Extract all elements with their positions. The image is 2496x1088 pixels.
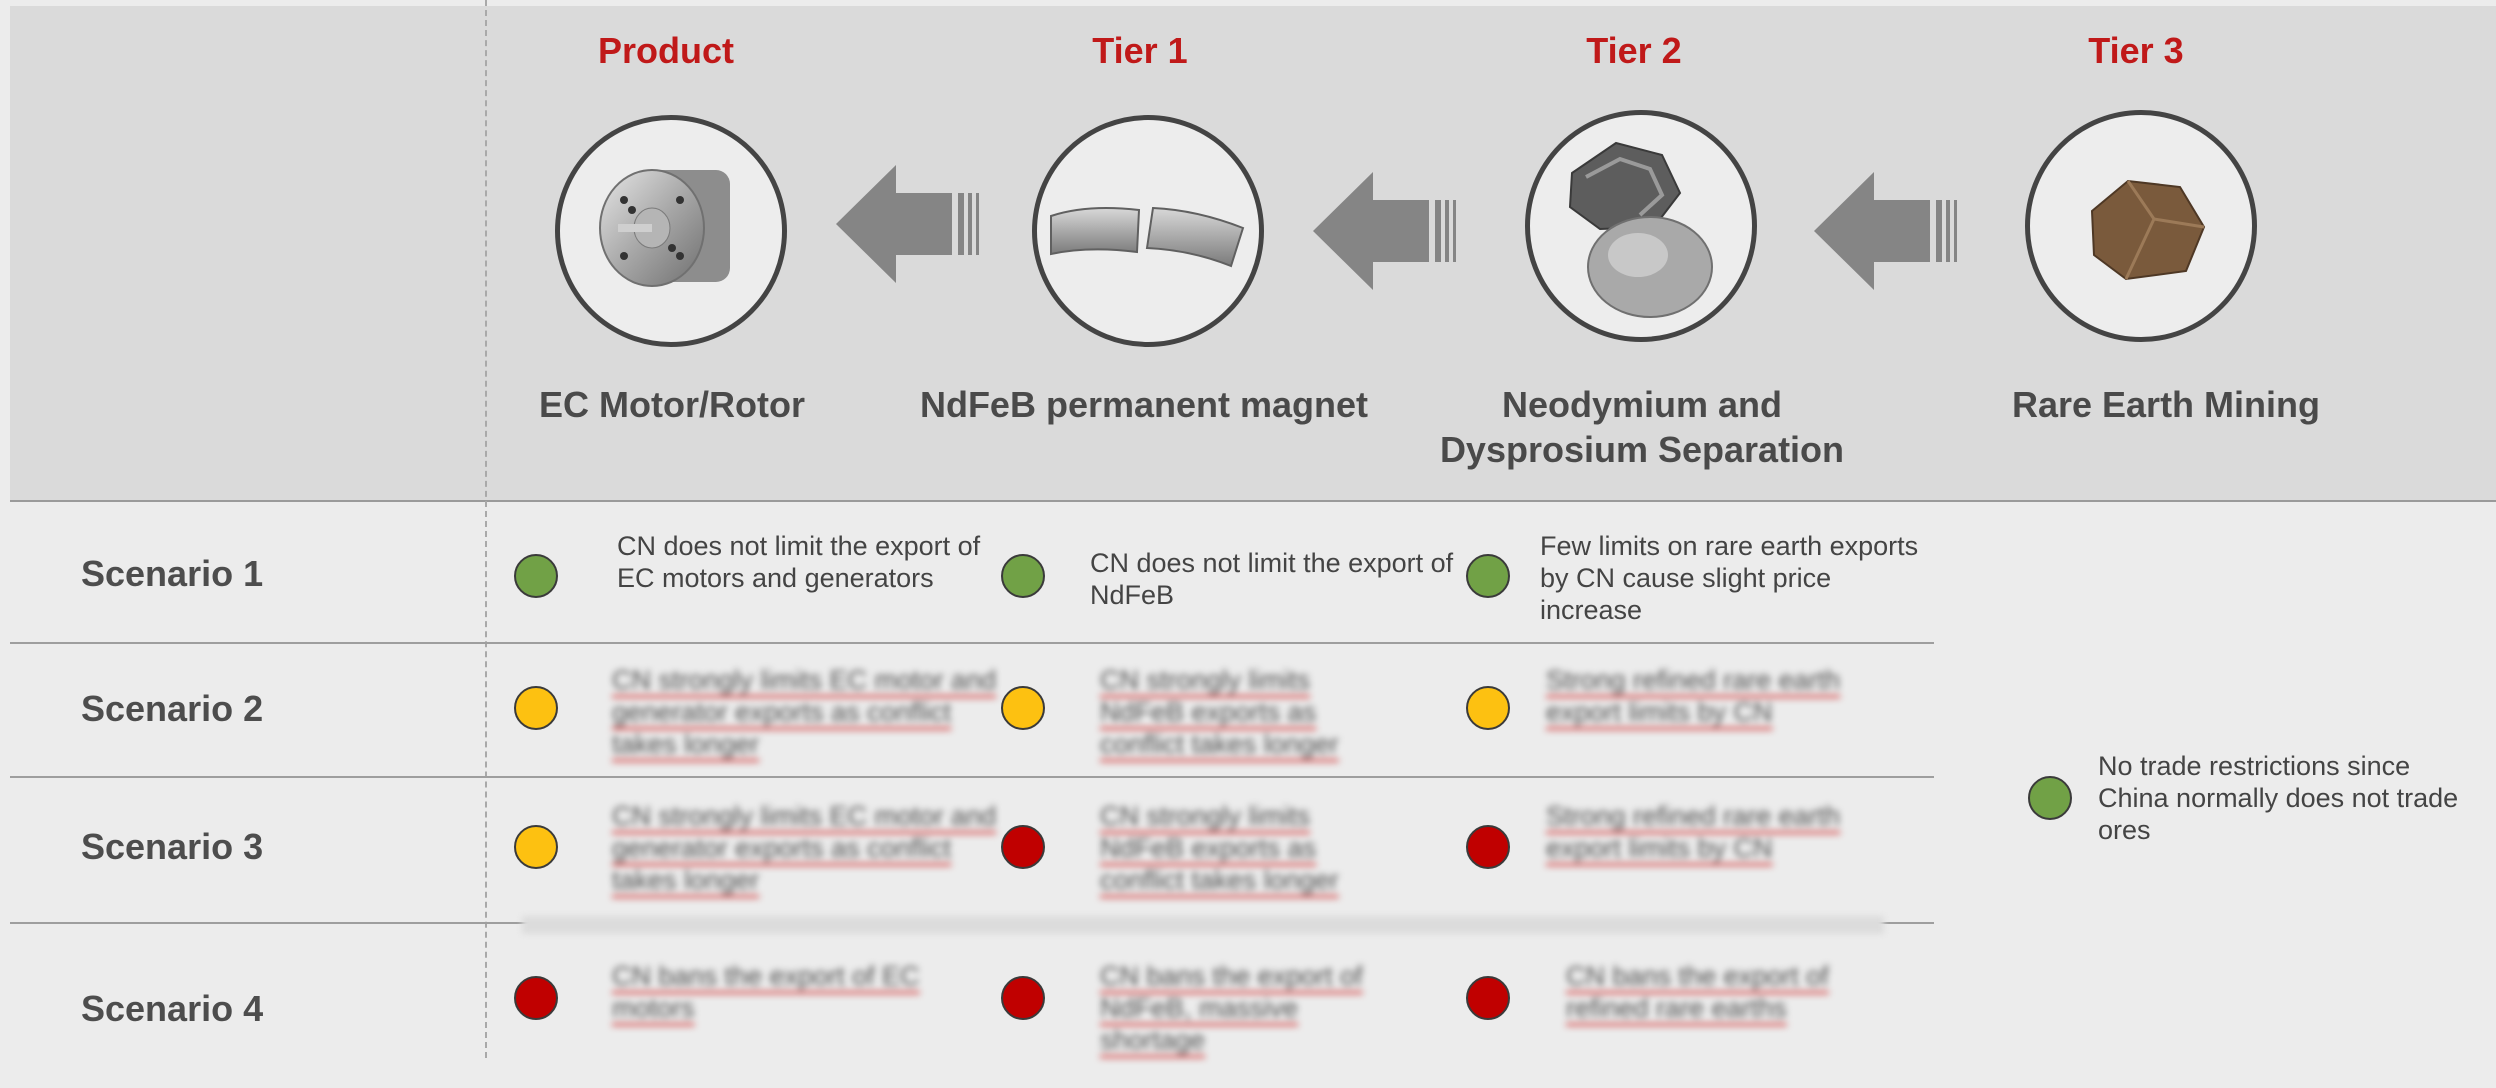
- scenario-cell-text: Strong refined rare earth export limits …: [1546, 665, 1841, 727]
- scenario-label: Scenario 4: [81, 988, 264, 1029]
- scenario-cell-text: CN strongly limits EC motor and generato…: [612, 665, 997, 759]
- tier-title-tier2: Tier 2: [1586, 30, 1682, 71]
- status-dot-green: [1466, 554, 1510, 598]
- scenario-cell-text: CN bans the export of EC motors: [612, 961, 920, 1023]
- row-divider: [10, 776, 1934, 778]
- motor-icon: [555, 115, 787, 347]
- tier-title-tier3: Tier 3: [2088, 30, 2184, 71]
- status-dot-green: [514, 554, 558, 598]
- row-shadow: [522, 916, 1884, 934]
- scenario-cell-text: CN does not limit the export of EC motor…: [617, 531, 981, 593]
- tier-title-product: Product: [597, 30, 734, 71]
- scenario-cell-text: CN strongly limits NdFeB exports as conf…: [1100, 665, 1339, 759]
- status-dot-red: [1001, 825, 1045, 869]
- tier-title-tier1: Tier 1: [1092, 30, 1188, 71]
- scenario-cell-text: CN strongly limits NdFeB exports as conf…: [1100, 801, 1339, 895]
- stage-label-product: EC Motor/Rotor: [539, 384, 805, 425]
- metal-icon: [1525, 110, 1757, 342]
- status-dot-yellow: [1466, 686, 1510, 730]
- ore-icon: [2025, 110, 2257, 342]
- column-divider: [485, 0, 487, 1058]
- arrow-left-icon: [1814, 172, 1960, 290]
- status-dot-yellow: [1001, 686, 1045, 730]
- magnet-icon: [1032, 115, 1264, 347]
- status-dot-yellow: [514, 686, 558, 730]
- arrow-left-icon: [836, 165, 982, 283]
- status-dot-red: [1466, 825, 1510, 869]
- scenario-label: Scenario 2: [81, 688, 264, 729]
- stage-label-tier3: Rare Earth Mining: [2011, 384, 2321, 425]
- scenario-cell-text: CN does not limit the export of NdFeB: [1090, 548, 1454, 610]
- scenario-label: Scenario 1: [81, 553, 264, 594]
- status-dot-green: [2028, 776, 2072, 820]
- scenario-cell-text: CN bans the export of NdFeB, massive sho…: [1100, 961, 1363, 1055]
- scenario-cell-text: Strong refined rare earth export limits …: [1546, 801, 1841, 863]
- status-dot-red: [514, 976, 558, 1020]
- stage-label-tier2: Neodymium and Dysprosium Separation: [1439, 384, 1845, 470]
- status-dot-green: [1001, 554, 1045, 598]
- status-dot-yellow: [514, 825, 558, 869]
- scenario-cell-text: CN bans the export of refined rare earth…: [1566, 961, 1829, 1023]
- row-divider: [10, 642, 1934, 644]
- scenario-label: Scenario 3: [81, 826, 264, 867]
- tier3-note: No trade restrictions since China normal…: [2098, 751, 2459, 845]
- status-dot-red: [1001, 976, 1045, 1020]
- arrow-left-icon: [1313, 172, 1459, 290]
- stage-label-tier1: NdFeB permanent magnet: [919, 384, 1369, 425]
- scenario-cell-text: Few limits on rare earth exports by CN c…: [1540, 531, 1919, 625]
- scenario-cell-text: CN strongly limits EC motor and generato…: [612, 801, 997, 895]
- header-divider: [10, 500, 2496, 502]
- status-dot-red: [1466, 976, 1510, 1020]
